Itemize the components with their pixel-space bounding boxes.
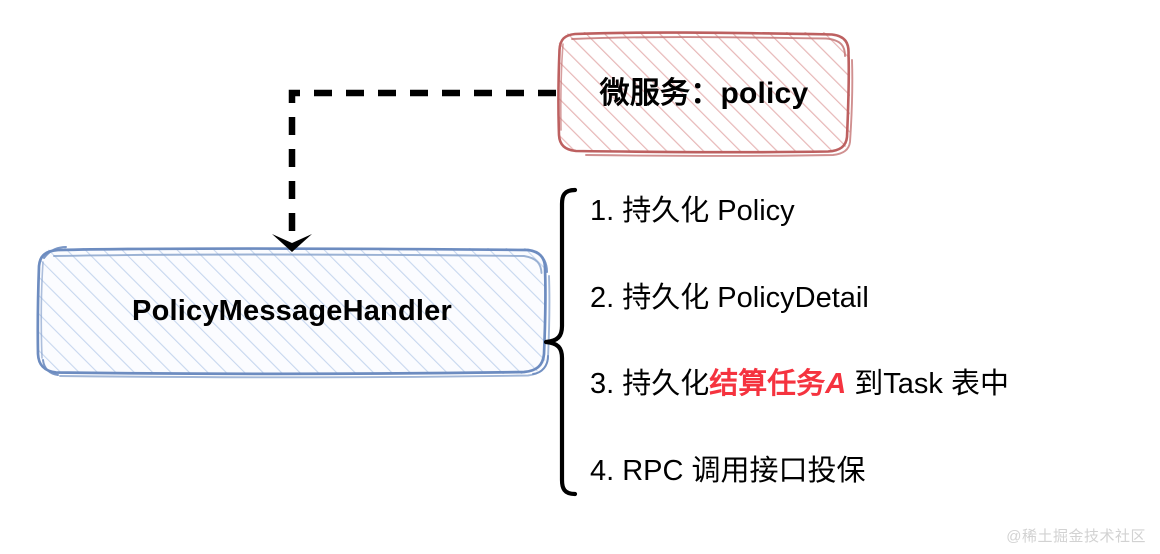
step-text-run: 4. RPC 调用接口投保 xyxy=(590,455,866,487)
handler-box-outline-primary xyxy=(36,247,547,376)
handler-box-label: PolicyMessageHandler xyxy=(132,295,452,327)
handler-box-corner-br xyxy=(532,355,549,375)
handler-box-corner-tl xyxy=(43,246,67,259)
curly-brace xyxy=(543,187,578,497)
service-box[interactable] xyxy=(557,31,854,157)
step-text-run: 1. 持久化 Policy xyxy=(590,195,795,227)
handler-box-corner-bl xyxy=(42,359,59,376)
service-box-fill xyxy=(558,32,850,152)
handler-box-outline-secondary-right xyxy=(59,275,551,379)
step-text-run: 3. 持久化 xyxy=(590,368,710,400)
handler-box[interactable] xyxy=(36,246,551,379)
dashed-connector-line xyxy=(288,89,556,232)
handler-box-fill xyxy=(38,248,546,374)
dashed-connector xyxy=(272,89,556,252)
handler-box-outline-secondary-left xyxy=(40,261,44,359)
step-text-run: 2. 持久化 PolicyDetail xyxy=(590,282,869,314)
step-text-run: 到Task 表中 xyxy=(846,368,1009,400)
step-item-2: 2. 持久化 PolicyDetail xyxy=(590,279,869,317)
step-text-run: A xyxy=(825,368,847,400)
step-item-1: 1. 持久化 Policy xyxy=(590,192,795,230)
service-box-outline-secondary-right xyxy=(585,59,854,157)
arrowhead-icon xyxy=(272,234,312,252)
curly-brace-path xyxy=(543,187,578,497)
handler-box-corner-tr xyxy=(535,251,548,273)
service-box-label: 微服务：policy xyxy=(599,77,809,110)
service-box-outline-primary xyxy=(557,31,851,154)
watermark: @稀土掘金技术社区 xyxy=(1006,528,1146,545)
step-text-run: 结算任务 xyxy=(709,368,826,400)
handler-box-outline-secondary-top xyxy=(53,253,543,274)
service-box-outline-secondary-left xyxy=(560,43,564,131)
step-item-3: 3. 持久化结算任务A 到Task 表中 xyxy=(590,365,1009,403)
service-box-outline-secondary-top xyxy=(571,36,846,57)
step-item-4: 4. RPC 调用接口投保 xyxy=(590,452,866,490)
